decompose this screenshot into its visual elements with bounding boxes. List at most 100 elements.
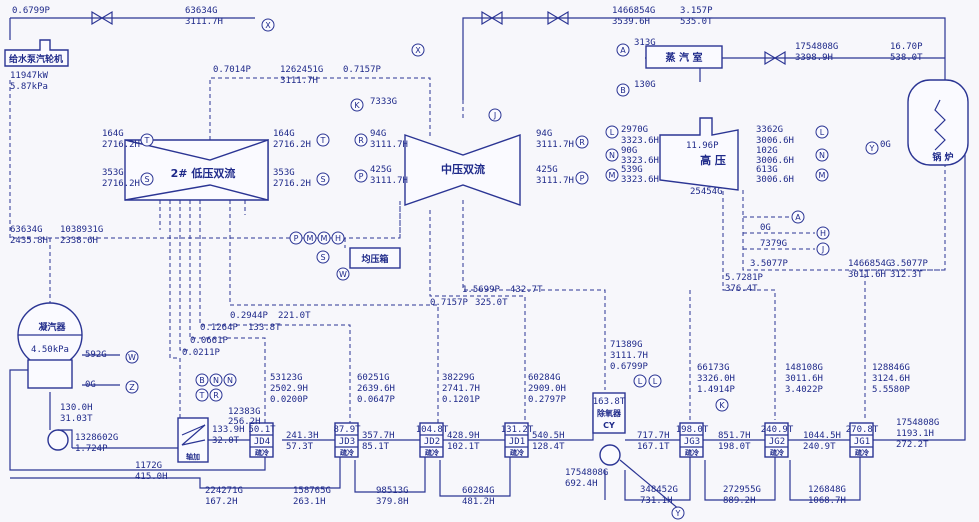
svg-text:M: M [307, 234, 314, 243]
label-hp-m-h: 3323.6H [621, 175, 659, 185]
label-cr-p2: 3.5077P [890, 259, 929, 269]
label-hp-rm-h: 3006.6H [756, 175, 794, 185]
condensate-pump [47, 429, 73, 451]
label-cond-t: 31.03T [60, 414, 93, 424]
label-rh-t: 538.0T [890, 53, 923, 63]
node-y: Y [671, 506, 685, 520]
label-jg2-h: 3011.6H [785, 374, 823, 384]
label-hw3-h: 1044.5H [803, 431, 841, 441]
svg-text:R: R [358, 136, 364, 145]
svg-text:Y: Y [675, 509, 681, 518]
node-h: H [816, 226, 830, 240]
label-d1-h: 481.2H [462, 497, 495, 507]
svg-text:4.50kPa: 4.50kPa [31, 345, 69, 355]
svg-text:163.8T: 163.8T [593, 397, 626, 407]
label-cross-p2: 0.7157P [343, 65, 382, 75]
svg-text:J: J [493, 111, 496, 120]
label-w4-h: 540.5H [532, 431, 565, 441]
feedpump-turbine: 给水泵汽轮机 [4, 39, 69, 67]
svg-text:A: A [795, 213, 801, 222]
label-e2-p: 1.5699P [462, 285, 501, 295]
node-l: L [815, 125, 829, 139]
svg-text:M: M [321, 234, 328, 243]
heater-temp: 50.1T [248, 425, 276, 435]
label-jg3-p: 1.4914P [697, 385, 736, 395]
label-w1-t: 57.3T [286, 442, 314, 452]
label-ip-r-h: 3111.7H [370, 140, 408, 150]
label-lp-t-g: 164G [102, 129, 124, 139]
heater-cooler-tag: 疏冷 [255, 448, 269, 457]
label-hp-n-h: 3323.6H [621, 156, 659, 166]
label-pump-p: 1.724P [75, 444, 108, 454]
node-l: L [633, 374, 647, 388]
node-n: N [815, 148, 829, 162]
label-main-t: 535.0T [680, 17, 713, 27]
label-e1-t: 376.4T [725, 284, 758, 294]
label-d2-h: 379.8H [376, 497, 409, 507]
label-w4-t: 128.4T [532, 442, 565, 452]
node-x: X [261, 18, 275, 32]
node-t: T [140, 133, 154, 147]
label-cross-p1: 0.7014P [213, 65, 252, 75]
label-hd1-h: 1068.7H [808, 496, 846, 506]
heater-id: JD1 [509, 437, 525, 447]
heater-id: JD3 [339, 437, 355, 447]
label-fp-flow: 63634G [185, 6, 218, 16]
svg-text:B: B [620, 86, 626, 95]
svg-text:给水泵汽轮机: 给水泵汽轮机 [9, 53, 63, 65]
label-hw2-t: 198.0T [718, 442, 751, 452]
svg-text:L: L [653, 377, 658, 386]
svg-text:高 压: 高 压 [700, 153, 726, 167]
label-d1-g: 60284G [462, 486, 495, 496]
label-jd1-g: 60284G [528, 373, 561, 383]
label-hp-l-g: 2970G [621, 125, 648, 135]
node-r: R [575, 135, 589, 149]
node-m: M [303, 231, 317, 245]
heater-temp: 270.8T [846, 425, 879, 435]
label-jd4-in-g: 12383G [228, 407, 261, 417]
label-ip-r2-g: 94G [536, 129, 552, 139]
label-hd3-h: 731.1H [640, 496, 673, 506]
svg-text:B: B [199, 376, 205, 385]
label-e2-t: 432.7T [510, 285, 543, 295]
label-d2-g: 98513G [376, 486, 409, 496]
ip-turbine: 中压双流 [404, 134, 521, 206]
label-k-7333: 7333G [370, 97, 397, 107]
label-hp-rl-h: 3006.6H [756, 136, 794, 146]
label-cy-out-g: 1754808G [565, 468, 608, 478]
label-hw-out-g: 1754808G [896, 418, 939, 428]
label-jg3-g: 66173G [697, 363, 730, 373]
label-jd1-p: 0.2797P [528, 395, 567, 405]
svg-text:P: P [359, 172, 364, 181]
svg-text:R: R [579, 138, 585, 147]
label-e3-t: 325.0T [475, 298, 508, 308]
label-ip-p-g: 425G [370, 165, 392, 175]
svg-text:T: T [320, 136, 326, 145]
label-e1-p: 5.7281P [725, 273, 764, 283]
node-a: A [791, 210, 805, 224]
label-hp-p: 11.96P [686, 141, 719, 151]
label-hp-rn-g: 102G [756, 146, 778, 156]
node-w: W [125, 350, 139, 364]
deaerator: 163.8T 除氧器 CY [592, 392, 626, 466]
svg-text:S: S [320, 175, 325, 184]
hp-turbine: 高 压 [659, 117, 739, 191]
heater-temp: 198.0T [676, 425, 709, 435]
node-r: R [209, 388, 223, 402]
label-fp-press: 5.87kPa [10, 82, 48, 92]
label-hp-m-g: 539G [621, 165, 643, 175]
node-w: W [336, 267, 350, 281]
label-h-0g: 0G [760, 223, 771, 233]
steam-chest: 蒸 汽 室 [645, 45, 723, 69]
node-y: Y [865, 141, 879, 155]
node-a: A [616, 43, 630, 57]
label-e4-p: 0.2944P [230, 311, 269, 321]
label-e7-p: 0.0211P [182, 348, 221, 358]
label-hd2-g: 272955G [723, 485, 761, 495]
node-j: J [816, 242, 830, 256]
svg-text:除氧器: 除氧器 [597, 408, 622, 418]
label-jd3-g: 60251G [357, 373, 390, 383]
heater-cooler-tag: 疏冷 [770, 448, 784, 457]
